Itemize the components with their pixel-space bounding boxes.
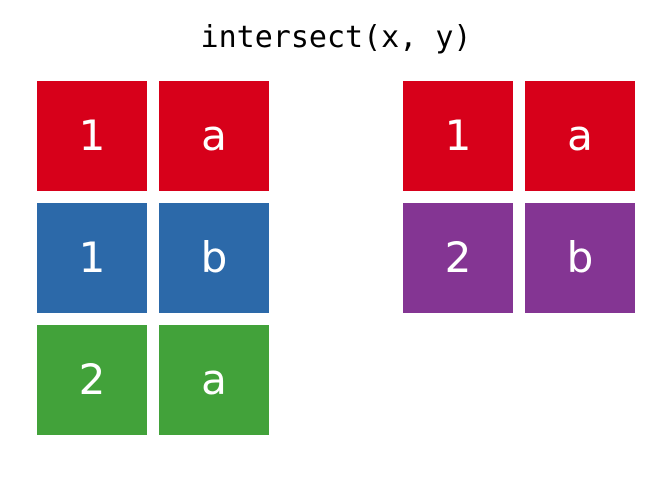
table-x-cell: 2 <box>37 325 147 435</box>
table-x-cell: 1 <box>37 81 147 191</box>
diagram-title: intersect(x, y) <box>200 20 472 55</box>
table-y-cell: 1 <box>403 81 513 191</box>
table-x-cell: a <box>159 81 269 191</box>
table-y-cell: a <box>525 81 635 191</box>
table-y-cell: 2 <box>403 203 513 313</box>
table-x-cell: a <box>159 325 269 435</box>
table-x-cell: 1 <box>37 203 147 313</box>
table-x-cell: b <box>159 203 269 313</box>
table-y-cell: b <box>525 203 635 313</box>
